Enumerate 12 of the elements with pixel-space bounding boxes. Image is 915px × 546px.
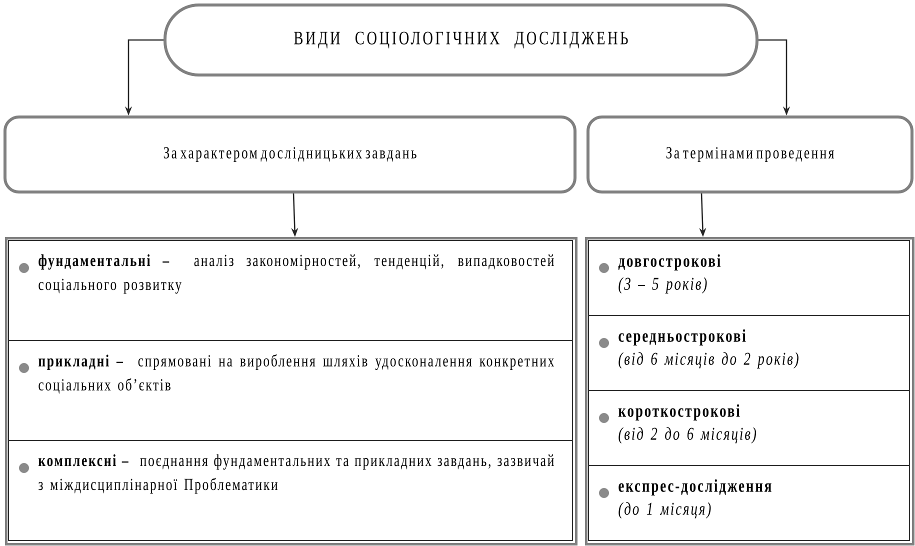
title-box: ВИДИ СОЦІОЛОГІЧНИХ ДОСЛІДЖЕНЬ	[164, 4, 758, 76]
list-item: фундаментальні – аналіз закономірностей, тенденцій, випадковостей соціального розвитку	[8, 240, 573, 341]
list-panel	[5, 237, 578, 546]
list-item: прикладні – спрямовані на вироблення шляхів удосконалення конкретних соціальних об’єктів	[8, 340, 573, 441]
list-item: середньострокові (від 6 місяців до 2 років)	[588, 315, 910, 391]
list-item: короткострокові (від 2 до 6 місяців)	[588, 390, 910, 466]
category-box: За термінами проведення	[586, 116, 914, 194]
list-panel	[585, 237, 915, 546]
list-item: експрес-дослідження (до 1 місяця)	[588, 465, 910, 541]
list-item: комплексні – поєднання фундаментальних та прикладних завдань, зазвичай з міждисциплінарної Проблематики	[8, 440, 573, 541]
category-box: За характером дослідницьких завдань	[4, 116, 576, 194]
list-item: довгострокові (3 – 5 років)	[588, 240, 910, 316]
